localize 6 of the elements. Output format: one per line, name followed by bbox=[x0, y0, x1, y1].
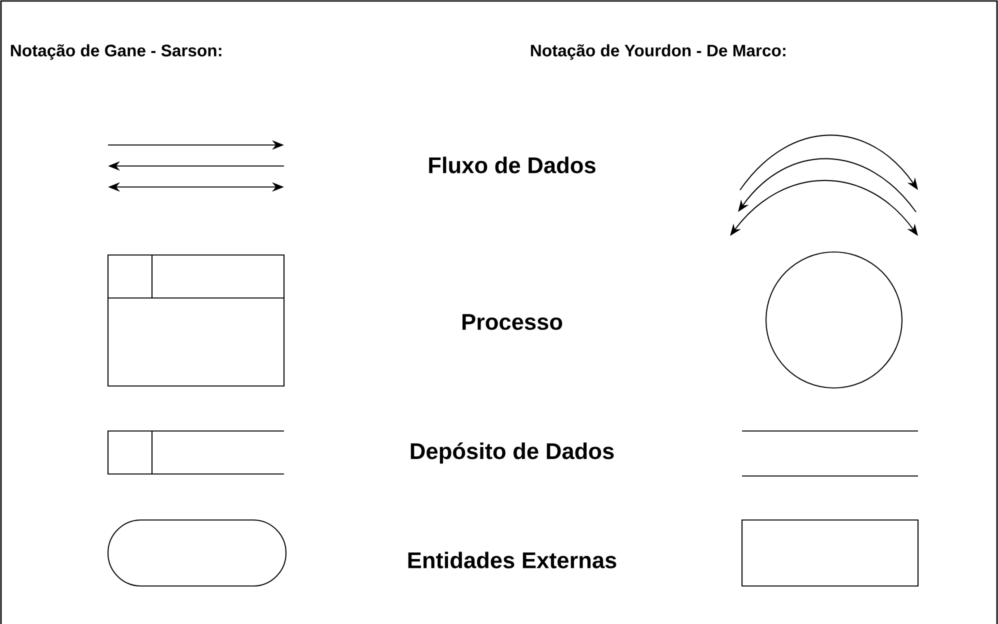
column-heading: Notação de Yourdon - De Marco: bbox=[530, 44, 786, 60]
row-label: Depósito de Dados bbox=[410, 442, 614, 464]
row-label: Fluxo de Dados bbox=[429, 156, 596, 174]
column-heading: Notação de Gane - Sarson: bbox=[10, 44, 222, 60]
row-label: Processo bbox=[462, 314, 562, 330]
row-label: Entidades Externas bbox=[408, 552, 616, 568]
